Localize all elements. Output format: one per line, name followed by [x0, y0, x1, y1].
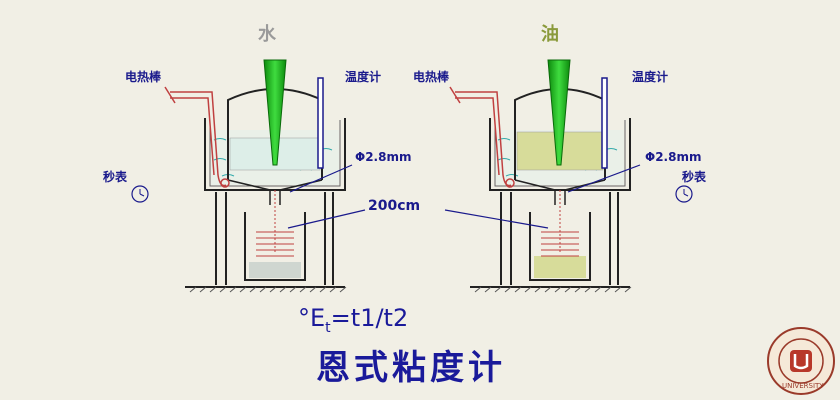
right-stopwatch-icon	[675, 185, 693, 203]
left-thermometer-label: 温度计	[345, 70, 382, 84]
left-apparatus	[131, 59, 366, 293]
right-stopper-rod	[547, 59, 571, 166]
left-heater-rod	[170, 91, 227, 187]
formula-expression: =t1/t2	[330, 304, 409, 332]
page-title: 恩式粘度计	[316, 348, 506, 388]
left-stopper-rod	[263, 59, 287, 166]
left-heater-label: 电热棒	[125, 70, 162, 84]
left-header: 水	[258, 24, 276, 45]
university-seal-logo: UNIVERSITY	[766, 326, 836, 396]
left-thermometer	[317, 77, 324, 169]
left-stopwatch-icon	[131, 185, 149, 203]
left-orifice-label: Φ2.8mm	[355, 150, 412, 164]
engler-formula: °Et=t1/t2	[298, 304, 408, 336]
volume-label: 200cm	[368, 198, 421, 214]
right-header: 油	[541, 24, 559, 45]
right-orifice-label: Φ2.8mm	[645, 150, 702, 164]
right-heater-label: 电热棒	[413, 70, 450, 84]
right-beaker	[529, 212, 591, 281]
right-thermometer	[601, 77, 608, 169]
right-apparatus	[444, 59, 693, 293]
right-heater-rod	[455, 91, 512, 187]
seal-text: UNIVERSITY	[782, 382, 824, 390]
left-beaker	[244, 212, 306, 281]
formula-subscript: t	[325, 319, 331, 336]
formula-prefix: °E	[298, 304, 326, 332]
right-timer-label: 秒表	[682, 170, 707, 184]
right-thermometer-label: 温度计	[632, 70, 669, 84]
left-timer-label: 秒表	[103, 170, 128, 184]
